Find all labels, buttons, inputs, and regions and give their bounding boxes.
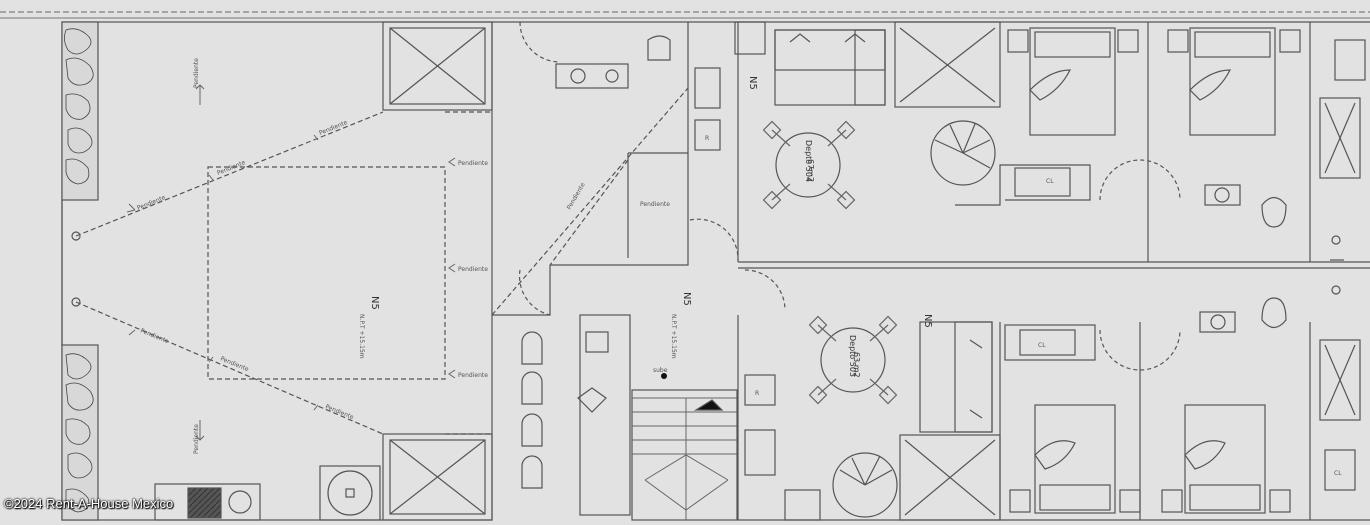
closet-label-504: CL bbox=[1046, 178, 1054, 185]
closet-label-503: CL bbox=[1038, 342, 1046, 349]
unit-503 bbox=[737, 235, 1370, 521]
level-tag-503: N5 bbox=[922, 314, 933, 328]
terrace bbox=[61, 21, 493, 521]
level-tag-504: N5 bbox=[747, 76, 758, 90]
slope-arrows bbox=[126, 84, 456, 441]
fridge-label-504: R bbox=[705, 135, 709, 142]
level-tag-core: N5 bbox=[681, 292, 692, 306]
unit-503-area: 63 m2 bbox=[852, 352, 861, 378]
central-core bbox=[491, 21, 786, 521]
svg-text:Pendiente: Pendiente bbox=[193, 58, 200, 88]
bar-stools bbox=[521, 331, 543, 489]
stair-label: sube bbox=[653, 367, 668, 374]
planter-plants bbox=[64, 28, 94, 513]
fridge-label-503: R bbox=[755, 390, 759, 397]
unit-503-name: Depto 503 bbox=[848, 335, 857, 377]
svg-text:Pendiente: Pendiente bbox=[458, 266, 488, 273]
closet-label-503b: CL bbox=[1334, 470, 1342, 477]
unit-504-area: 67m2 bbox=[806, 159, 815, 182]
corridor bbox=[688, 21, 1370, 269]
svg-text:Pendiente: Pendiente bbox=[458, 372, 488, 379]
watermark: ©2024 Rent-A-House Mexico bbox=[4, 496, 174, 511]
unit-504 bbox=[737, 21, 1366, 262]
svg-text:Pendiente: Pendiente bbox=[640, 201, 670, 208]
svg-text:Pendiente: Pendiente bbox=[193, 424, 200, 454]
level-tag-terrace: N5 bbox=[369, 296, 380, 310]
level-note-terrace: N.P.T +15.15m bbox=[358, 314, 365, 359]
level-note-core: N.P.T +15.15m bbox=[670, 314, 677, 359]
svg-text:Pendiente: Pendiente bbox=[458, 160, 488, 167]
unit-504-name: Depto 504 bbox=[804, 140, 813, 182]
